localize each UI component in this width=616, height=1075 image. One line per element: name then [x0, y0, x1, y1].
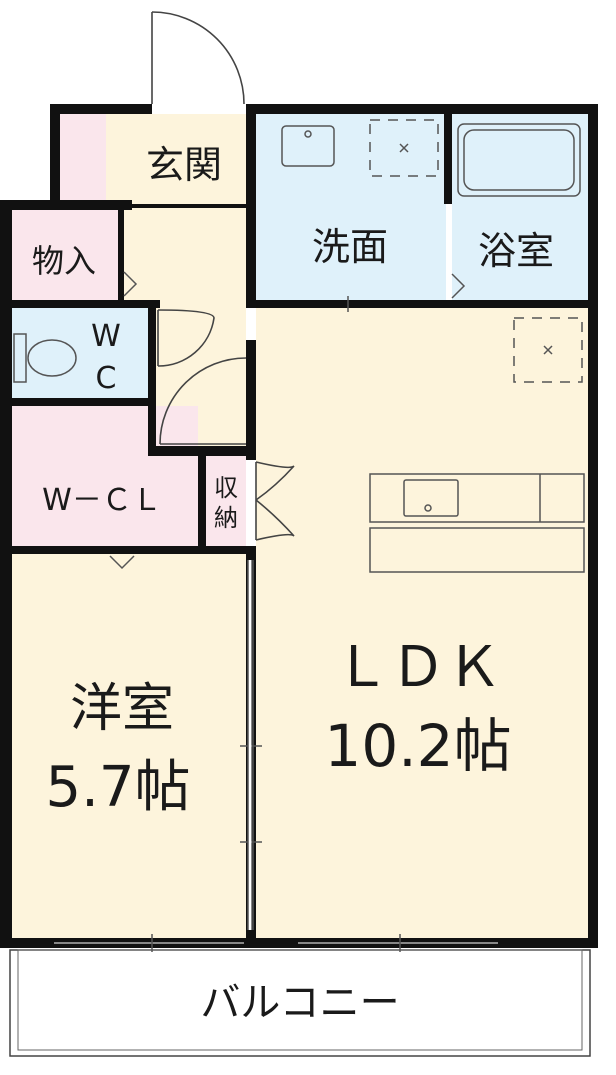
ventilation-icon-ldk	[513, 317, 583, 383]
wcl-floor	[12, 406, 198, 546]
room-label-wc-line1: W	[91, 319, 121, 354]
room-size-yoshitsu: 5.7帖	[45, 755, 190, 820]
wcl-door-icon	[109, 555, 135, 570]
wc-door-icon	[157, 309, 215, 367]
yoshitsu-floor	[12, 554, 246, 938]
genkan-floor	[106, 114, 246, 206]
room-label-yokushitsu: 浴室	[478, 229, 554, 273]
room-label-yoshitsu: 洋室	[70, 679, 174, 739]
monoire-door-icon	[123, 271, 138, 297]
ldk-floor	[256, 308, 588, 938]
room-label-wcl: W－ＣＬ	[42, 483, 162, 518]
hall-door-icon	[159, 357, 247, 445]
entry-door-icon	[151, 11, 245, 105]
room-label-monoire: 物入	[32, 242, 96, 280]
wc-floor	[12, 308, 148, 398]
room-label-shuno-line1: 収	[214, 474, 238, 502]
room-label-senmen: 洗面	[312, 225, 388, 269]
yokushitsu-floor	[452, 114, 588, 302]
room-size-ldk: 10.2帖	[324, 712, 511, 780]
room-label-ldk: ＬＤＫ	[334, 635, 502, 700]
ventilation-icon-senmen	[369, 119, 439, 177]
washbasin-icon	[281, 125, 335, 167]
kitchen-counter-icon	[369, 473, 585, 573]
monoire-floor	[12, 210, 122, 302]
senmen-floor	[256, 114, 446, 302]
partition-ticks	[240, 296, 349, 930]
room-label-balcony: バルコニー	[200, 980, 399, 1026]
genkan-storage-strip	[60, 114, 106, 206]
toilet-icon	[13, 333, 77, 383]
room-label-wc-line2: C	[96, 361, 117, 396]
balcony	[9, 949, 591, 1057]
senmen-door-icon	[451, 273, 466, 299]
bathtub-icon	[457, 123, 581, 197]
window-yoshitsu-icon	[54, 934, 244, 952]
room-label-genkan: 玄関	[146, 143, 222, 187]
shuno-door-icon	[255, 461, 295, 541]
window-ldk-icon	[298, 934, 498, 952]
room-label-shuno-line2: 納	[214, 504, 238, 532]
shuno-floor	[206, 456, 246, 546]
